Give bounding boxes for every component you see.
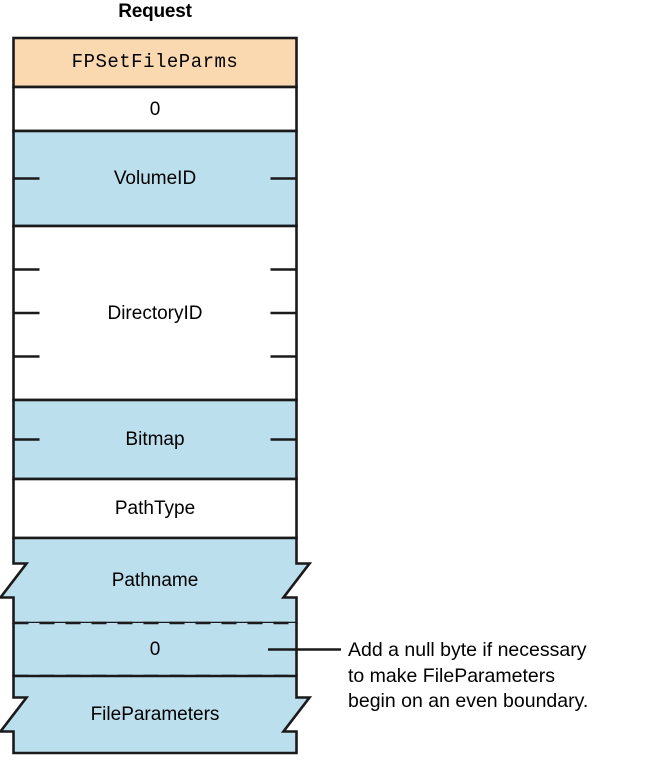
field-label-volumeid: VolumeID (113, 168, 197, 189)
packet-field-directoryid (12, 224, 298, 402)
packet-field-volumeid (12, 129, 298, 228)
annotation-line: to make FileParameters (348, 664, 555, 687)
field-label-zero-pad: 0 (149, 98, 161, 120)
packet-field-fpsetfileparms (12, 36, 298, 89)
packet-field-fileparameters (0, 674, 313, 755)
page-title: Request (118, 1, 192, 22)
field-label-bitmap: Bitmap (125, 429, 185, 450)
packet-field-bitmap (12, 398, 298, 481)
field-label-fileparameters: FileParameters (90, 704, 220, 725)
packet-field-pathtype (12, 477, 298, 540)
field-label-pathname: Pathname (111, 570, 199, 591)
field-label-pathtype: PathType (114, 498, 196, 519)
annotation-line: Add a null byte if necessary (348, 639, 587, 661)
annotation-line: begin on an even boundary. (348, 690, 589, 712)
field-label-null-byte: 0 (149, 639, 161, 660)
field-label-directoryid: DirectoryID (107, 302, 203, 324)
annotation-note: Add a null byte if necessary to make File… (348, 638, 648, 715)
field-label-fpsetfileparms: FPSetFileParms (71, 51, 239, 73)
